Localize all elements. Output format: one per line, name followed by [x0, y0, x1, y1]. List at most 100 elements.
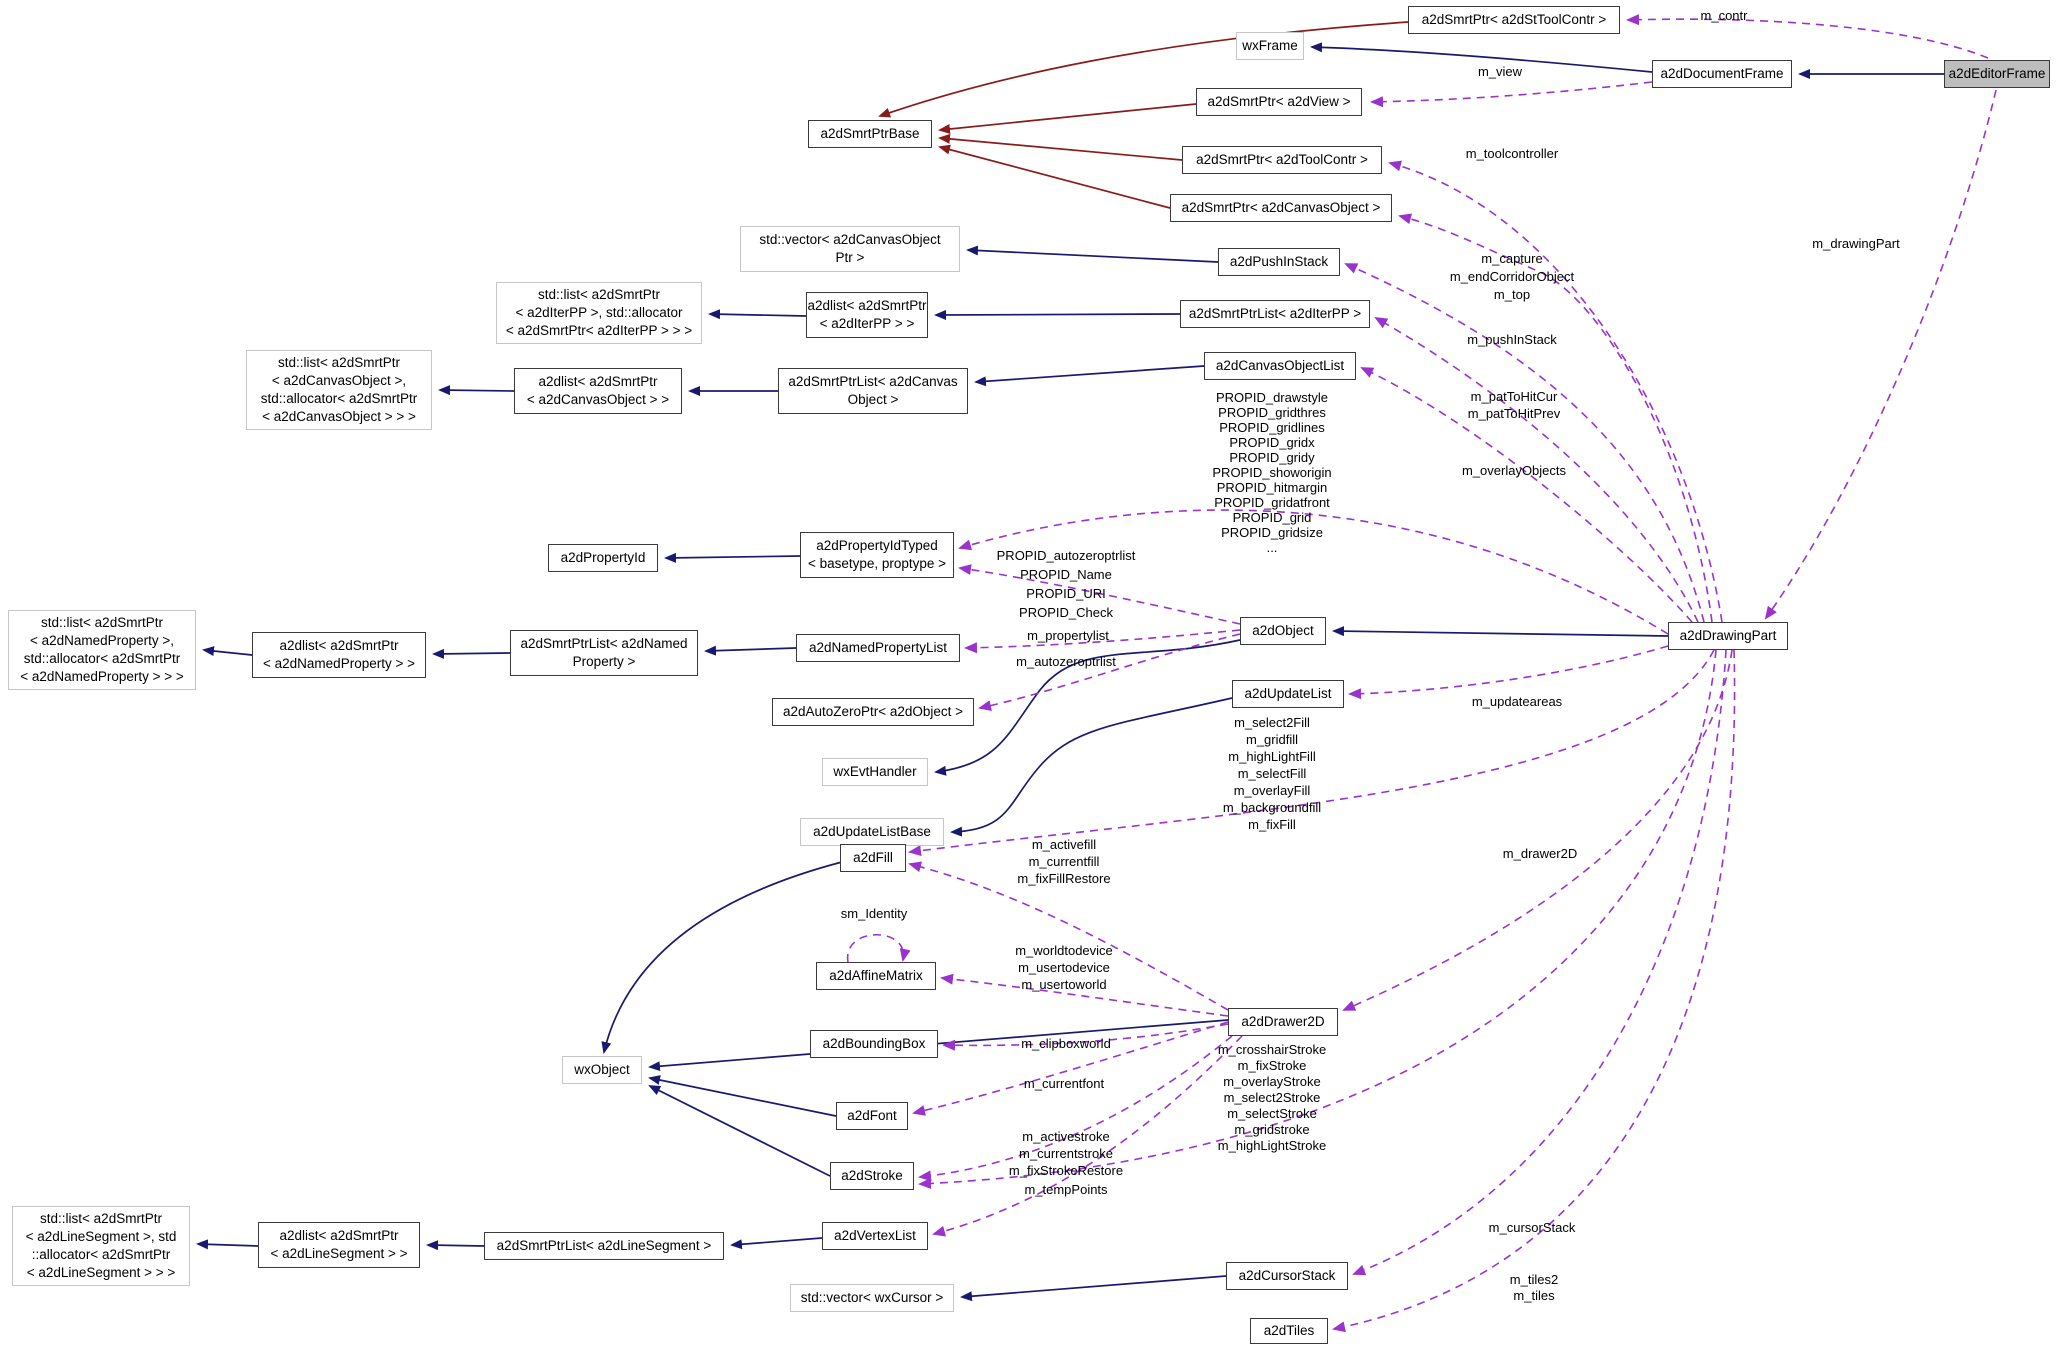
- edge-label-line: m_currentfill: [1028, 854, 1100, 869]
- edge-canvasObjPtr-smrtPtrBase: [938, 144, 1171, 209]
- class-box-smrtPtrBase[interactable]: a2dSmrtPtrBase: [808, 120, 932, 148]
- class-box-affineMatrix[interactable]: a2dAffineMatrix: [816, 962, 936, 990]
- class-box-a2dlistLineSeg[interactable]: a2dlist< a2dSmrtPtr< a2dLineSegment > >: [258, 1222, 420, 1268]
- edge-docFrame-viewPtr: [1370, 81, 1653, 108]
- class-box-propertyIdTyped[interactable]: a2dPropertyIdTyped< basetype, proptype >: [800, 532, 954, 578]
- edge-propertyIdTyped-propertyId: [664, 552, 801, 563]
- edge-label-line: m_fixFill: [1248, 817, 1296, 832]
- edge-label-line: m_activestroke: [1022, 1129, 1110, 1144]
- edge-label-line: m_overlayObjects: [1461, 463, 1567, 478]
- edge-smrtPtrListLineSeg-a2dlistLineSeg: [426, 1240, 485, 1251]
- class-box-docFrame[interactable]: a2dDocumentFrame: [1652, 60, 1792, 88]
- class-box-a2dlistCanvasObj[interactable]: a2dlist< a2dSmrtPtr< a2dCanvasObject > >: [514, 368, 682, 414]
- edge-label-line: ...: [1266, 540, 1278, 555]
- edge-label-line: m_cursorStack: [1488, 1220, 1576, 1235]
- edge-a2dlistIterPP-listIterPP: [708, 309, 807, 320]
- edge-label-line: m_updateareas: [1471, 694, 1563, 709]
- edge-smrtPtrListNamedProp-a2dlistNamedProp: [432, 648, 511, 659]
- edge-affineMatrix-affineMatrix: [847, 933, 911, 963]
- class-box-cursorStack[interactable]: a2dCursorStack: [1226, 1262, 1348, 1290]
- edge-label-line: PROPID_gridy: [1229, 450, 1315, 465]
- class-box-font[interactable]: a2dFont: [836, 1102, 908, 1130]
- class-box-tiles[interactable]: a2dTiles: [1250, 1318, 1328, 1344]
- class-box-a2dlistNamedProp[interactable]: a2dlist< a2dSmrtPtr< a2dNamedProperty > …: [252, 632, 426, 678]
- edge-updateList-updateListBase: [950, 697, 1233, 837]
- edge-vertexList-smrtPtrListLineSeg: [730, 1237, 823, 1250]
- class-box-propertyId[interactable]: a2dPropertyId: [548, 544, 658, 572]
- edge-label-line: m_autozeroptrlist: [1016, 654, 1116, 669]
- class-box-stToolContrPtr[interactable]: a2dSmrtPtr< a2dStToolContr >: [1408, 6, 1620, 34]
- class-box-stroke[interactable]: a2dStroke: [830, 1162, 914, 1190]
- class-box-a2dObject[interactable]: a2dObject: [1240, 617, 1326, 645]
- class-box-pushInStack[interactable]: a2dPushInStack: [1218, 248, 1340, 276]
- edge-label-line: m_tempPoints: [1024, 1182, 1108, 1197]
- class-box-wxEvtHandler: wxEvtHandler: [822, 758, 928, 786]
- class-name-label: Property >: [572, 654, 636, 669]
- edge-label-line: m_crosshairStroke: [1217, 1042, 1327, 1057]
- edge-label-line: m_overlayFill: [1233, 783, 1311, 798]
- edge-editorFrame-drawingPart: [1764, 89, 1997, 620]
- class-box-namedPropList[interactable]: a2dNamedPropertyList: [796, 634, 960, 662]
- edge-drawer2D-vertexList: [932, 1035, 1243, 1237]
- edge-pushInStack-vecCanvasObj: [966, 245, 1219, 263]
- class-box-updateList[interactable]: a2dUpdateList: [1232, 680, 1344, 708]
- class-box-a2dlistIterPP[interactable]: a2dlist< a2dSmrtPtr < a2dIterPP > >: [806, 292, 928, 338]
- class-box-smrtPtrListIterPP[interactable]: a2dSmrtPtrList< a2dIterPP >: [1180, 300, 1370, 328]
- class-name-label: < a2dIterPP > >: [819, 316, 915, 331]
- edge-label-line: m_backgroundfill: [1222, 800, 1322, 815]
- class-box-boundingBox[interactable]: a2dBoundingBox: [810, 1030, 938, 1058]
- class-box-canvasObjPtr[interactable]: a2dSmrtPtr< a2dCanvasObject >: [1170, 194, 1392, 222]
- class-box-smrtPtrListLineSeg[interactable]: a2dSmrtPtrList< a2dLineSegment >: [484, 1232, 724, 1260]
- edge-label-line: PROPID_gridatfront: [1214, 495, 1330, 510]
- edge-canvasObjList-smrtPtrListCanvasObj: [974, 365, 1205, 387]
- class-name-label: a2dVertexList: [834, 1228, 916, 1243]
- edge-drawer2D-boundingBox: [942, 1023, 1229, 1051]
- class-box-canvasObjList[interactable]: a2dCanvasObjectList: [1204, 352, 1356, 380]
- edge-label-line: m_tiles2: [1509, 1272, 1559, 1287]
- class-box-drawingPart[interactable]: a2dDrawingPart: [1668, 622, 1788, 650]
- class-name-label: a2dlist< a2dSmrtPtr: [807, 298, 927, 313]
- class-name-label: a2dFont: [847, 1108, 897, 1123]
- edge-label-line: m_select2Stroke: [1223, 1090, 1321, 1105]
- class-name-label: std::list< a2dSmrtPtr: [278, 355, 400, 370]
- class-box-fill[interactable]: a2dFill: [840, 844, 906, 872]
- class-name-label: a2dUpdateListBase: [813, 824, 931, 839]
- edge-label-line: m_drawingPart: [1812, 236, 1900, 251]
- class-name-label: a2dSmrtPtrList< a2dCanvas: [788, 374, 958, 389]
- class-box-listLineSeg: std::list< a2dSmrtPtr< a2dLineSegment >,…: [12, 1206, 190, 1286]
- class-name-label: < a2dCanvasObject > > >: [262, 409, 416, 424]
- class-box-vertexList[interactable]: a2dVertexList: [822, 1222, 928, 1250]
- class-name-label: a2dDrawer2D: [1241, 1014, 1325, 1029]
- class-box-vecWxCursor: std::vector< wxCursor >: [790, 1284, 954, 1312]
- class-name-label: std::list< a2dSmrtPtr: [40, 1211, 162, 1226]
- class-box-viewPtr[interactable]: a2dSmrtPtr< a2dView >: [1196, 88, 1362, 116]
- edge-toolContrPtr-smrtPtrBase: [938, 133, 1183, 161]
- class-name-label: a2dlist< a2dSmrtPtr: [538, 374, 658, 389]
- edge-label-line: PROPID_Name: [1020, 567, 1112, 582]
- class-box-drawer2D[interactable]: a2dDrawer2D: [1228, 1008, 1338, 1036]
- class-name-label: wxObject: [574, 1062, 630, 1077]
- edge-label-line: m_capture: [1481, 251, 1543, 266]
- class-box-autoZeroPtr[interactable]: a2dAutoZeroPtr< a2dObject >: [772, 698, 974, 726]
- class-name-label: Object >: [847, 392, 899, 407]
- edge-label-line: m_gridfill: [1245, 732, 1298, 747]
- class-name-label: a2dUpdateList: [1244, 686, 1332, 701]
- class-box-updateListBase: a2dUpdateListBase: [800, 818, 944, 846]
- edge-a2dObject-autoZeroPtr: [978, 633, 1241, 712]
- edge-label-line: m_pushInStack: [1467, 332, 1557, 347]
- class-name-label: wxFrame: [1242, 38, 1298, 53]
- class-name-label: a2dSmrtPtr< a2dView >: [1207, 94, 1351, 109]
- class-name-label: std::list< a2dSmrtPtr: [538, 287, 660, 302]
- edge-label-drawingPart-pushInStack: m_pushInStack: [1467, 332, 1557, 348]
- edge-font-wxObject: [648, 1075, 837, 1117]
- class-name-label: a2dPropertyIdTyped: [816, 538, 938, 553]
- class-box-toolContrPtr[interactable]: a2dSmrtPtr< a2dToolContr >: [1182, 146, 1382, 174]
- class-name-label: std::allocator< a2dSmrtPtr: [260, 391, 418, 406]
